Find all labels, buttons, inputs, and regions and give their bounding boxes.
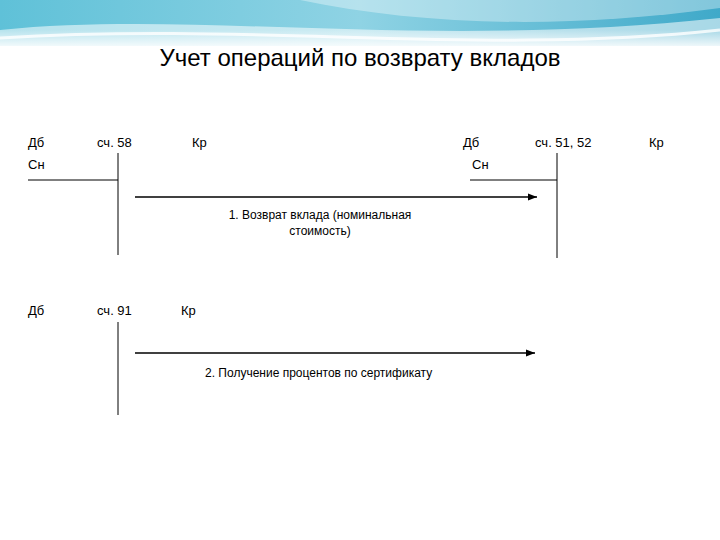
arrow-shaft (135, 196, 537, 198)
account-name: сч. 91 (97, 303, 132, 318)
arrow-head (526, 350, 535, 357)
t-account-vertical (118, 322, 119, 415)
t-account: Дб сч. 91 Кр (28, 303, 218, 417)
arrow-head (528, 194, 537, 201)
t-account-lines (28, 303, 218, 417)
posting-arrow (135, 194, 537, 201)
t-account-lines (460, 135, 670, 259)
t-account: Дб сч. 51, 52 КрСн (460, 135, 670, 259)
t-account-horizontal (28, 180, 118, 181)
debit-label: Дб (28, 135, 44, 150)
t-account-vertical (557, 153, 558, 258)
credit-label: Кр (192, 135, 207, 150)
arrow-shaft (135, 352, 535, 354)
credit-label: Кр (181, 303, 196, 318)
t-account: Дб сч. 58 КрСн (28, 135, 218, 257)
account-name: сч. 51, 52 (535, 135, 592, 150)
t-account-horizontal (470, 180, 557, 181)
opening-balance: Сн (28, 157, 45, 172)
debit-label: Дб (463, 135, 479, 150)
posting-arrow (135, 350, 535, 357)
posting-label: 2. Получение процентов по сертификату (205, 365, 432, 381)
t-account-lines (28, 135, 218, 257)
credit-label: Кр (649, 135, 664, 150)
slide-title: Учет операций по возврату вкладов (0, 44, 720, 72)
account-name: сч. 58 (97, 135, 132, 150)
opening-balance: Сн (472, 157, 489, 172)
posting-label: 1. Возврат вклада (номинальная стоимость… (220, 207, 420, 239)
debit-label: Дб (28, 303, 44, 318)
t-account-vertical (118, 153, 119, 255)
